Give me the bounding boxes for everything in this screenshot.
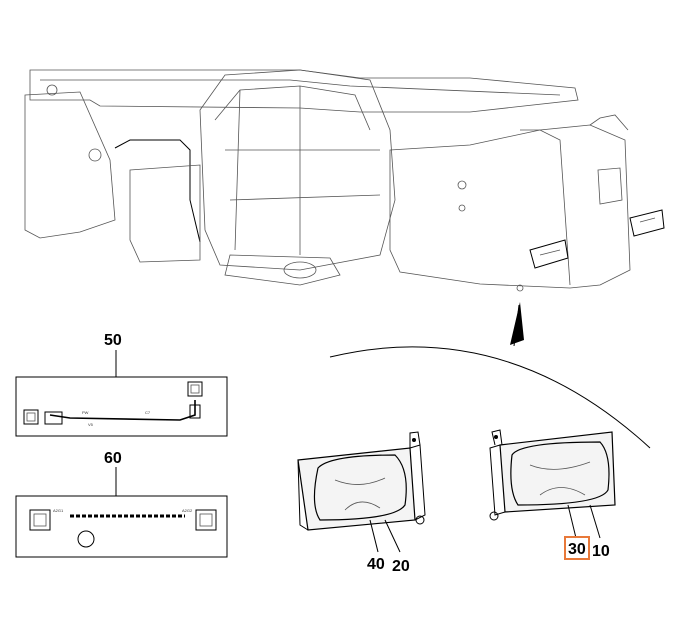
harness-60-box: A2G1 A2G2: [15, 467, 228, 558]
callout-20[interactable]: 20: [392, 558, 410, 575]
callouts: 50 60 40 20 30 10: [104, 332, 610, 575]
callout-30[interactable]: 30: [568, 541, 586, 558]
zoom-arc: [329, 302, 651, 449]
harness-50-label-c: V5: [88, 422, 94, 427]
harness-60-label-a: A2G1: [53, 508, 64, 513]
work-lamp-right: [489, 429, 616, 539]
harness-50-label-b: C7: [145, 410, 151, 415]
callout-40[interactable]: 40: [367, 556, 385, 573]
callout-30-highlight: [564, 536, 590, 560]
harness-60-label-b: A2G2: [182, 508, 193, 513]
callout-10[interactable]: 10: [592, 543, 610, 560]
harness-50-box: PW C7 V5: [15, 350, 228, 437]
telehandler-outline: [24, 69, 665, 292]
work-lamp-left: [297, 431, 426, 553]
callout-50[interactable]: 50: [104, 332, 122, 349]
harness-50-label-a: PW: [82, 410, 89, 415]
callout-60[interactable]: 60: [104, 450, 122, 467]
